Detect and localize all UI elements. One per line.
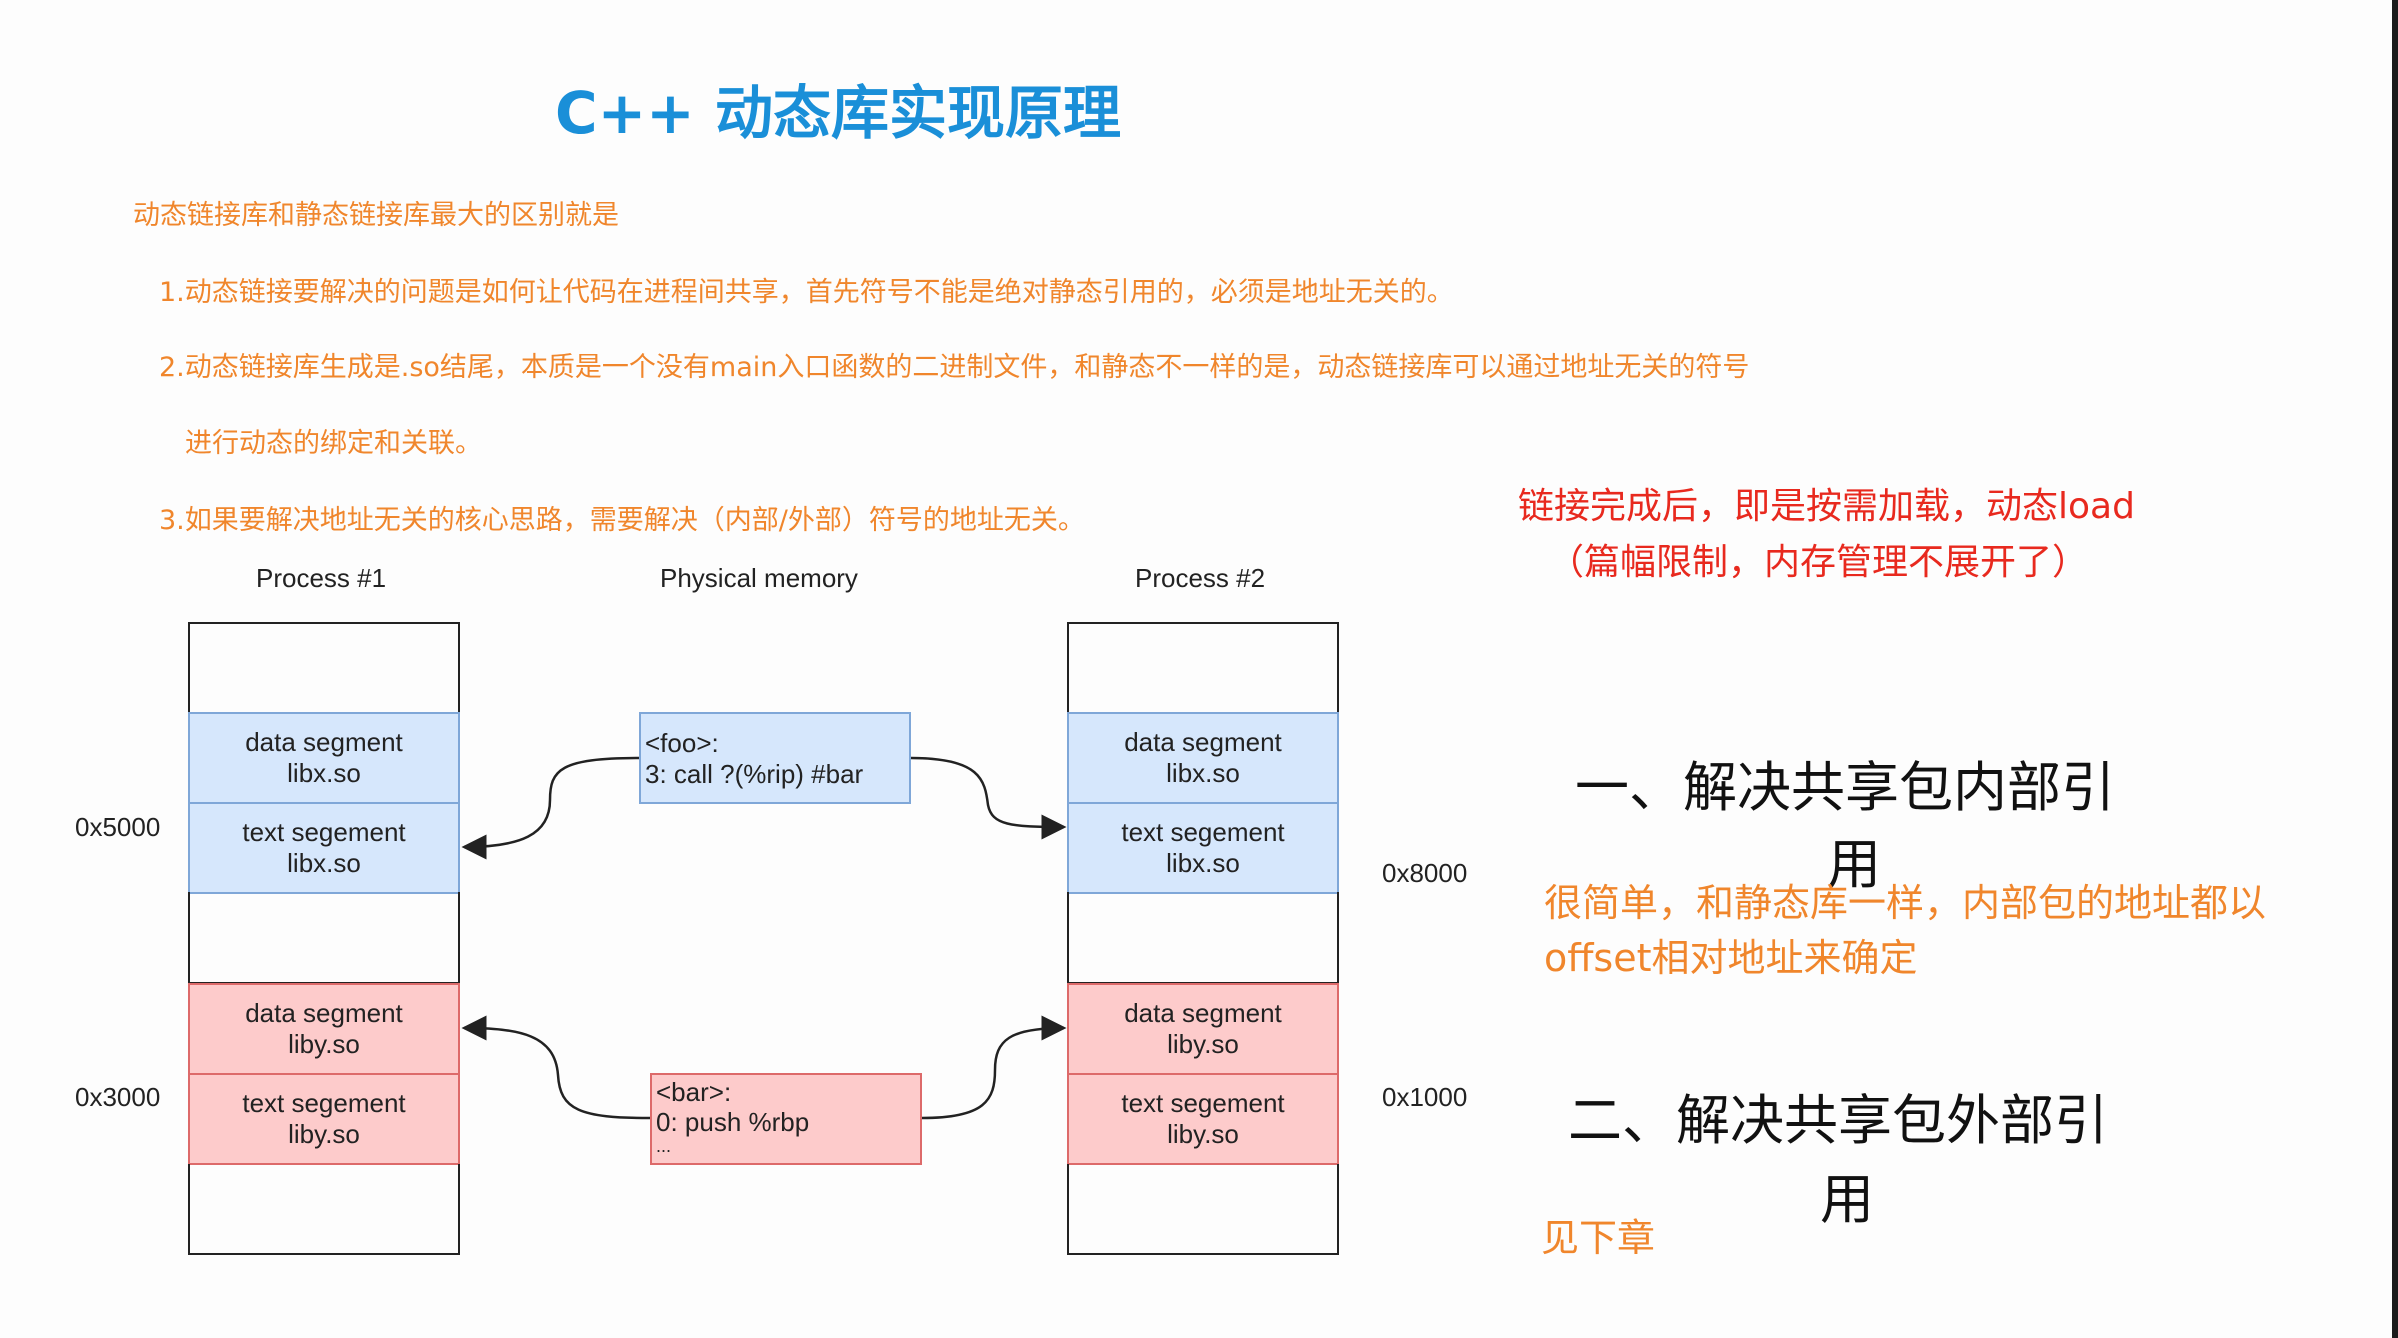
segment-label: text segement xyxy=(242,1088,406,1118)
section1-body-1: 很简单，和静态库一样，内部包的地址都以 xyxy=(1544,881,2267,925)
code-line: <bar>: xyxy=(656,1077,732,1107)
code-line: ... xyxy=(656,1136,672,1156)
library-label: libx.so xyxy=(287,758,361,788)
section2-body: 见下章 xyxy=(1541,1216,1656,1260)
segment-label: text segement xyxy=(1121,817,1285,847)
address-label: 0x5000 xyxy=(75,812,161,842)
page-title: C++ 动态库实现原理 xyxy=(555,79,1121,147)
arrow-bar-to-p1 xyxy=(461,1015,651,1120)
section1-heading-wrap: 用 xyxy=(1827,833,1881,896)
segment-label: text segement xyxy=(242,817,406,847)
p2-empty-bottom xyxy=(1067,1164,1339,1255)
address-label: 0x3000 xyxy=(75,1082,161,1112)
p1-empty-bottom xyxy=(188,1164,460,1255)
intro-point-2-cont: 进行动态的绑定和关联。 xyxy=(185,428,482,459)
address-label: 0x8000 xyxy=(1382,858,1468,888)
library-label: liby.so xyxy=(1167,1029,1239,1059)
library-label: liby.so xyxy=(288,1119,360,1149)
intro-point-1: 1.动态链接要解决的问题是如何让代码在进程间共享，首先符号不能是绝对静态引用的，… xyxy=(159,277,1454,308)
library-label: liby.so xyxy=(1167,1119,1239,1149)
process2-label: Process #2 xyxy=(1135,563,1266,593)
library-label: liby.so xyxy=(288,1029,360,1059)
bar-code-box: <bar>:0: push %rbp... xyxy=(650,1073,922,1165)
section2-heading: 二、解决共享包外部引 xyxy=(1568,1089,2108,1152)
process1-label: Process #1 xyxy=(256,563,387,593)
arrow-bar-to-p2 xyxy=(921,1015,1067,1120)
segment-label: data segment xyxy=(245,727,403,757)
section1-body-2: offset相对地址来确定 xyxy=(1544,936,1918,980)
segment-label: text segement xyxy=(1121,1088,1285,1118)
library-label: libx.so xyxy=(1166,848,1240,878)
library-label: libx.so xyxy=(1166,758,1240,788)
note-line-2: （篇幅限制，内存管理不展开了） xyxy=(1548,542,2089,583)
code-line: 0: push %rbp xyxy=(656,1107,810,1137)
intro-point-3: 3.如果要解决地址无关的核心思路，需要解决（内部/外部）符号的地址无关。 xyxy=(159,505,1085,536)
physical-memory-label: Physical memory xyxy=(660,563,858,593)
section1-heading: 一、解决共享包内部引 xyxy=(1575,756,2115,819)
code-line: 3: call ?(%rip) #bar xyxy=(645,759,864,789)
foo-code-box: <foo>:3: call ?(%rip) #bar xyxy=(639,712,911,804)
arrow-foo-to-p2 xyxy=(910,756,1067,840)
note-line-1: 链接完成后，即是按需加载，动态load xyxy=(1518,486,2135,527)
window-edge xyxy=(2392,0,2398,1338)
segment-label: data segment xyxy=(245,998,403,1028)
intro-point-2: 2.动态链接库生成是.so结尾，本质是一个没有main入口函数的二进制文件，和静… xyxy=(159,352,1750,383)
segment-label: data segment xyxy=(1124,727,1282,757)
address-label: 0x1000 xyxy=(1382,1082,1468,1112)
section2-heading-wrap: 用 xyxy=(1820,1168,1874,1231)
segment-label: data segment xyxy=(1124,998,1282,1028)
code-line: <foo>: xyxy=(645,728,719,758)
intro-lead: 动态链接库和静态链接库最大的区别就是 xyxy=(133,200,619,231)
library-label: libx.so xyxy=(287,848,361,878)
arrow-foo-to-p1 xyxy=(461,756,640,860)
